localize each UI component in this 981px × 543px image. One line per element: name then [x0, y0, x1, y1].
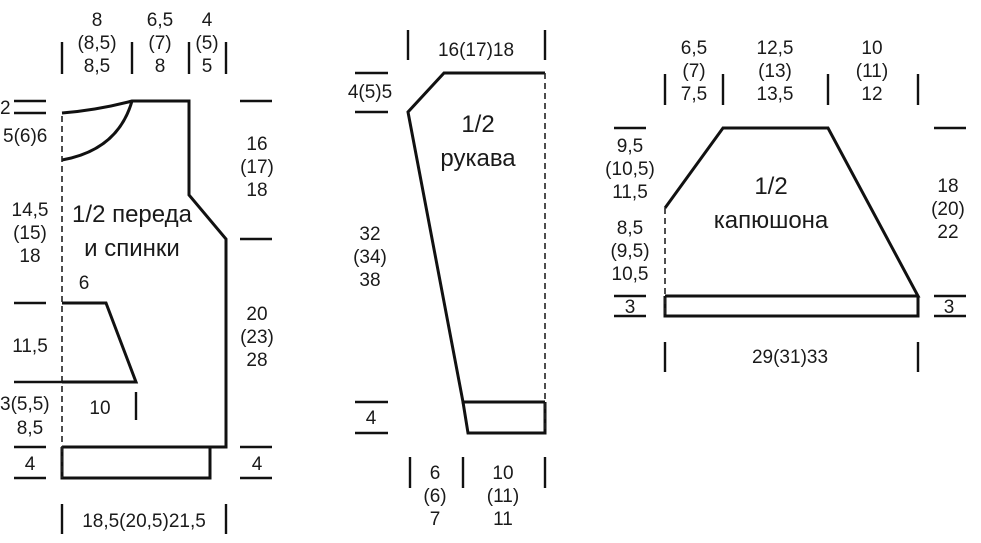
body-top-width-3a: 4: [202, 10, 213, 31]
pocket-top-width: 6: [79, 273, 90, 294]
hood-top-1a: 6,5: [681, 38, 707, 59]
sleeve-bottom-2b: (11): [487, 486, 519, 507]
hood-top-2b: (13): [758, 61, 792, 82]
body-top-width-2a: 6,5: [147, 10, 173, 31]
body-side-a: 20: [246, 304, 267, 325]
hood-top-3b: (11): [856, 61, 888, 82]
body-outline: [61, 99, 228, 449]
hood-left-upper-c: 11,5: [612, 182, 648, 203]
body-top-width-3b: (5): [195, 33, 218, 54]
body-armhole-b: (17): [240, 157, 274, 178]
hood-top-1c: 7,5: [681, 84, 707, 105]
body-band-right: 4: [252, 454, 263, 475]
hood-top-2a: 12,5: [757, 38, 794, 59]
body-neckline: [61, 100, 134, 162]
pocket-bottom-width: 10: [89, 398, 110, 419]
hood-left-band: 3: [625, 297, 636, 318]
body-to-pocket-a: 14,5: [12, 200, 49, 221]
sleeve-piece: 16(17)18 4(5)5 32 (34) 38 4 6 (6) 7 10 (…: [348, 30, 547, 530]
body-below-pocket-a: 3(5,5): [0, 394, 50, 415]
body-top-width-1a: 8: [92, 10, 103, 31]
sleeve-label-line1: 1/2: [461, 111, 494, 138]
hood-left-lower-a: 8,5: [617, 218, 643, 239]
hood-right-band: 3: [944, 297, 955, 318]
hood-outline: [663, 126, 921, 298]
hood-left-lower-b: (9,5): [610, 241, 649, 262]
body-side-c: 28: [246, 350, 267, 371]
sleeve-bottom-1c: 7: [430, 509, 441, 530]
sleeve-cap: 4(5)5: [348, 82, 392, 103]
body-top-width-1c: 8,5: [84, 56, 110, 77]
body-side-b: (23): [240, 327, 274, 348]
body-band: [60, 447, 212, 480]
sleeve-bottom-1b: (6): [423, 486, 446, 507]
body-top-width-3c: 5: [202, 56, 213, 77]
sleeve-length-b: (34): [353, 247, 387, 268]
body-label-line1: 1/2 переда: [72, 201, 193, 228]
sleeve-bottom-1a: 6: [430, 463, 441, 484]
body-top-width-2c: 8: [155, 56, 166, 77]
sleeve-outline: [406, 71, 545, 404]
body-neck-top: 2: [0, 98, 11, 119]
hood-left-upper-a: 9,5: [617, 136, 643, 157]
body-below-pocket-b: 8,5: [17, 418, 43, 439]
hood-right-height-b: (20): [931, 199, 965, 220]
sleeve-length-a: 32: [359, 224, 380, 245]
body-armhole-c: 18: [246, 180, 267, 201]
sleeve-length-c: 38: [359, 270, 380, 291]
hood-label-line2: капюшона: [714, 207, 829, 234]
hood-band: [663, 296, 920, 318]
hood-bottom-width: 29(31)33: [752, 347, 828, 368]
body-armhole-a: 16: [246, 134, 267, 155]
hood-piece: 6,5 (7) 7,5 12,5 (13) 13,5 10 (11) 12 9,…: [605, 38, 966, 372]
body-neck-depth: 5(6)6: [3, 126, 47, 147]
body-piece: 8 (8,5) 8,5 6,5 (7) 8 4 (5) 5 2 5(6)6 14…: [0, 10, 274, 534]
hood-label-line1: 1/2: [754, 173, 787, 200]
sleeve-bottom-2c: 11: [493, 509, 513, 530]
hood-right-height-a: 18: [937, 176, 958, 197]
body-label-line2: и спинки: [84, 235, 180, 262]
body-to-pocket-b: (15): [13, 223, 47, 244]
sleeve-cuff: [461, 401, 547, 435]
hood-top-3c: 12: [861, 84, 882, 105]
body-to-pocket-c: 18: [19, 246, 40, 267]
hood-right-height-c: 22: [937, 222, 958, 243]
sleeve-top-width: 16(17)18: [438, 40, 514, 61]
body-pocket-height: 11,5: [12, 336, 48, 357]
body-top-width-2b: (7): [148, 33, 171, 54]
body-band-left: 4: [25, 454, 36, 475]
hood-left-lower-c: 10,5: [612, 264, 649, 285]
body-bottom-width: 18,5(20,5)21,5: [82, 511, 206, 532]
sleeve-cuff-height: 4: [366, 408, 377, 429]
pocket-outline: [62, 301, 139, 384]
hood-top-3a: 10: [861, 38, 882, 59]
hood-top-1b: (7): [682, 61, 705, 82]
body-top-width-1b: (8,5): [77, 33, 116, 54]
sleeve-bottom-2a: 10: [492, 463, 513, 484]
hood-top-2c: 13,5: [757, 84, 794, 105]
sleeve-label-line2: рукава: [440, 145, 516, 172]
hood-left-upper-b: (10,5): [605, 159, 655, 180]
